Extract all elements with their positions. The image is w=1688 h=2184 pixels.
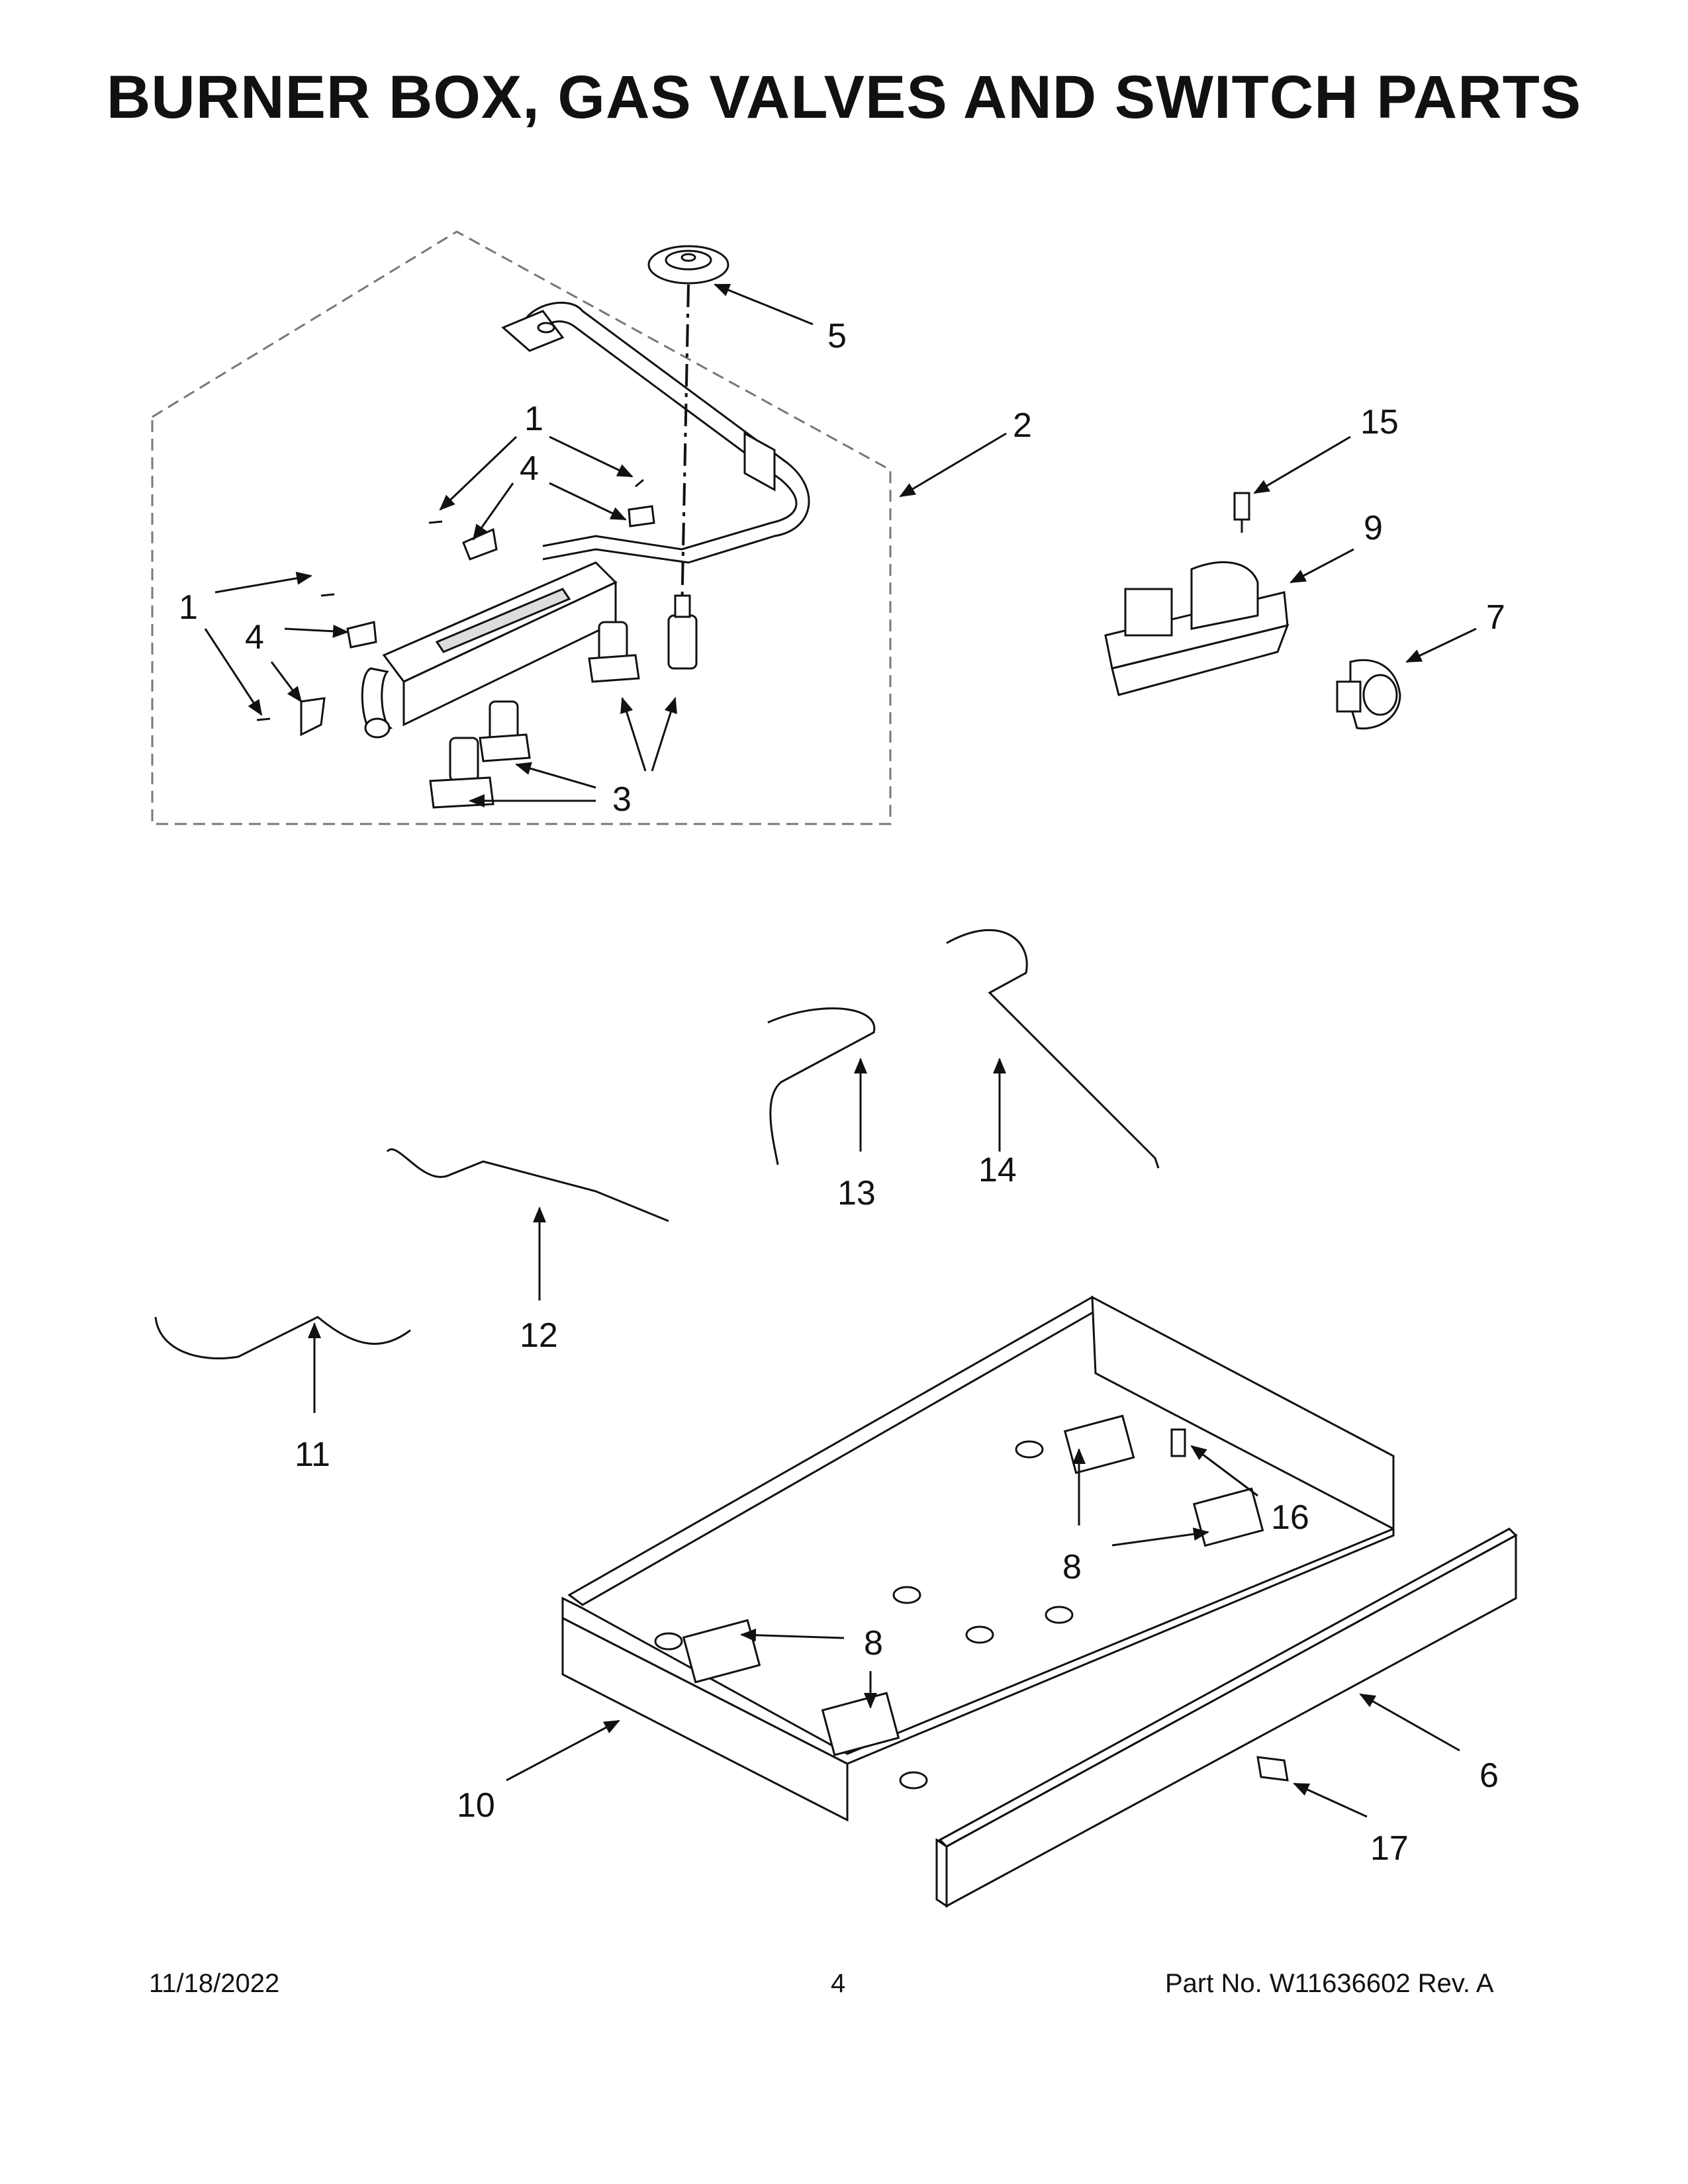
gas-manifold-part: [501, 301, 810, 564]
callout-3: 3: [612, 780, 632, 819]
callout-16: 16: [1271, 1498, 1309, 1537]
burner-cap-part: [647, 245, 729, 285]
footer-page-number: 4: [831, 1969, 846, 1998]
callout-8-left: 8: [864, 1624, 883, 1662]
callout-1-left: 1: [179, 588, 198, 627]
footer-part-number: Part No. W11636602 Rev. A: [1165, 1969, 1494, 1998]
gas-valve-part: [429, 594, 698, 809]
tube-11: [154, 1316, 411, 1359]
footer-date: 11/18/2022: [149, 1969, 280, 1998]
callout-7: 7: [1486, 598, 1505, 637]
callout-1-upper: 1: [524, 400, 543, 438]
tube-13: [767, 1007, 876, 1165]
callout-15: 15: [1360, 403, 1399, 441]
callout-numbers: 1 1 2 3 4 4 5 6 7 8 8 9 10 11 12 13 14 1…: [179, 317, 1505, 1868]
callout-4-upper: 4: [520, 449, 539, 488]
burner-box-outline: [151, 230, 892, 825]
callout-6: 6: [1479, 1756, 1499, 1795]
burner-box-tray-part: [561, 1295, 1395, 1822]
callout-4-left: 4: [245, 618, 264, 657]
gas-tube-parts: [154, 929, 1160, 1359]
front-trim-part: [935, 1428, 1518, 1908]
clip-and-screw-parts: [256, 478, 655, 737]
callout-9: 9: [1364, 509, 1383, 547]
callout-5: 5: [827, 317, 847, 355]
callout-8-right: 8: [1062, 1548, 1082, 1586]
callout-17: 17: [1370, 1829, 1409, 1868]
callout-12: 12: [520, 1316, 558, 1355]
burner-box-channel: [361, 561, 618, 739]
callout-14: 14: [978, 1151, 1017, 1189]
callout-11: 11: [295, 1435, 330, 1474]
callout-13: 13: [837, 1174, 876, 1212]
callout-10: 10: [457, 1786, 495, 1825]
tube-14: [946, 929, 1160, 1169]
callout-2: 2: [1013, 406, 1032, 445]
tube-12: [386, 1148, 669, 1222]
cap-centerline: [680, 284, 690, 616]
spark-module-part: [1104, 492, 1289, 696]
page-title: BURNER BOX, GAS VALVES AND SWITCH PARTS: [106, 64, 1582, 131]
callout-leaders: [204, 283, 1477, 1818]
pressure-regulator-part: [1336, 659, 1401, 730]
